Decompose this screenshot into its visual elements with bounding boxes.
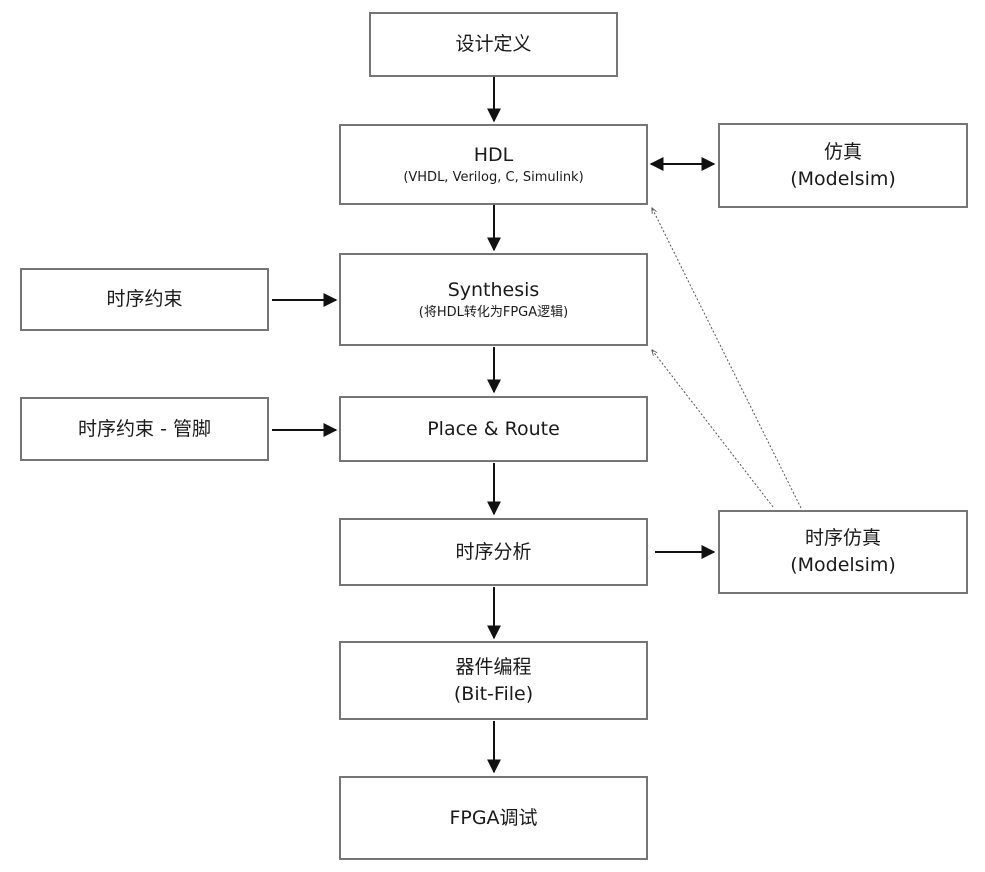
node-timing-constraints: 时序约束 <box>20 268 269 331</box>
node-label: 时序约束 <box>106 288 183 310</box>
node-label: 时序分析 <box>455 540 532 563</box>
node-place-route: Place & Route <box>339 396 648 462</box>
node-label: 时序仿真 <box>804 527 881 549</box>
node-label: HDL <box>473 144 514 166</box>
node-sublabel: (Modelsim) <box>790 167 896 190</box>
node-timing-analysis: 时序分析 <box>339 518 648 586</box>
dotted-arrow-timing-sim-to-synthesis <box>652 350 774 508</box>
node-label: Synthesis <box>447 279 540 301</box>
node-sublabel: (将HDL转化为FPGA逻辑) <box>418 305 569 320</box>
dotted-arrow-timing-sim-to-hdl <box>652 208 802 509</box>
node-label: 设计定义 <box>455 33 532 55</box>
node-simulation: 仿真 (Modelsim) <box>718 123 968 208</box>
node-device-programming: 器件编程 (Bit-File) <box>339 641 648 720</box>
node-label: Place & Route <box>427 417 560 440</box>
node-sublabel: (Modelsim) <box>790 554 896 576</box>
node-design-definition: 设计定义 <box>369 12 618 77</box>
node-label: FPGA调试 <box>449 806 538 829</box>
node-label: 时序约束 - 管脚 <box>78 417 211 440</box>
node-sublabel: (VHDL, Verilog, C, Simulink) <box>403 170 584 185</box>
node-fpga-debug: FPGA调试 <box>339 776 648 860</box>
node-label: 器件编程 <box>455 655 532 678</box>
node-sublabel: (Bit-File) <box>453 682 534 705</box>
node-hdl: HDL (VHDL, Verilog, C, Simulink) <box>339 124 648 205</box>
node-label: 仿真 <box>823 140 862 163</box>
node-synthesis: Synthesis (将HDL转化为FPGA逻辑) <box>339 253 648 346</box>
node-timing-simulation: 时序仿真 (Modelsim) <box>718 510 968 594</box>
node-pin-constraints: 时序约束 - 管脚 <box>20 397 269 461</box>
